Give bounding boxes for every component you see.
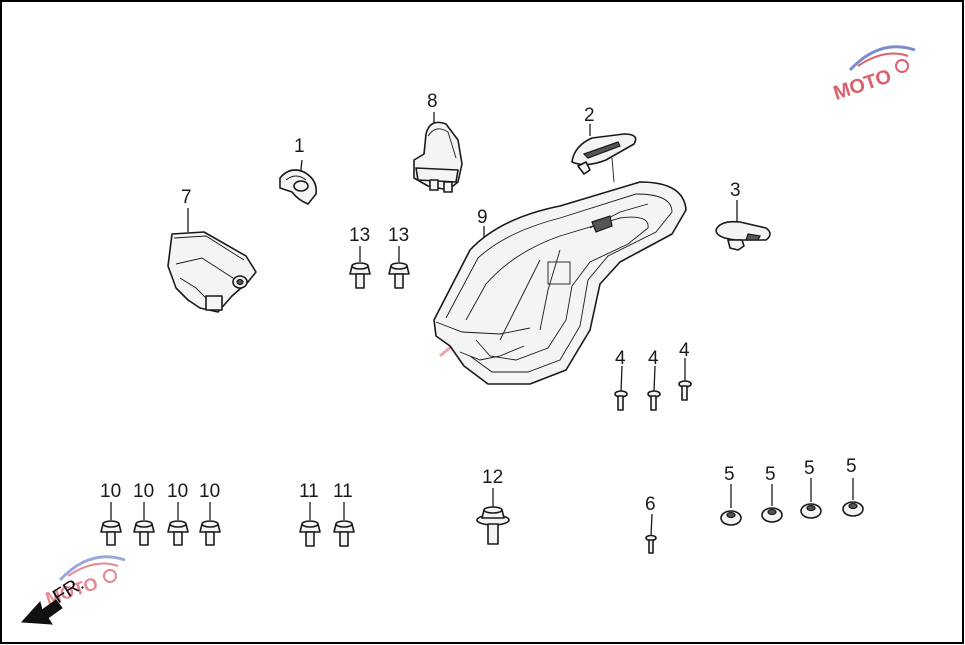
callout-12: 12 (482, 467, 503, 488)
callout-13b: 13 (388, 225, 409, 246)
part-10-bolt-b: 10 (133, 481, 155, 546)
callout-9: 9 (477, 207, 488, 228)
part-10-bolt-a: 10 (100, 481, 122, 546)
callout-10c: 10 (167, 481, 188, 502)
callout-4c: 4 (679, 340, 690, 361)
part-11-bolt-b: 11 (333, 481, 355, 547)
callout-11b: 11 (333, 481, 353, 502)
part-9-storage-box: 9 (433, 181, 687, 385)
part-4-screw-b: 4 (647, 348, 661, 411)
callout-8: 8 (427, 91, 438, 112)
callout-10b: 10 (133, 481, 154, 502)
callout-5b: 5 (765, 464, 776, 485)
part-4-screw-a: 4 (614, 348, 628, 411)
part-12-flange-bolt: 12 (476, 467, 510, 545)
part-3-cap: 3 (715, 180, 771, 251)
part-5-grommet-c: 5 (800, 458, 822, 519)
callout-10d: 10 (199, 481, 220, 502)
callout-11a: 11 (299, 481, 319, 502)
part-11-bolt-a: 11 (299, 481, 321, 547)
callout-5a: 5 (724, 464, 735, 485)
part-5-grommet-b: 5 (761, 464, 783, 523)
callout-6: 6 (645, 494, 656, 515)
part-8-hook: 8 (413, 91, 463, 193)
callout-3: 3 (730, 180, 741, 201)
callout-10a: 10 (100, 481, 121, 502)
part-2-cover-clip: 2 (571, 105, 637, 183)
part-1-clamp: 1 (279, 136, 318, 205)
callout-5d: 5 (846, 456, 857, 477)
watermark-text: MOTO (831, 65, 895, 104)
part-5-grommet-d: 5 (842, 456, 864, 517)
front-arrow-icon (20, 599, 63, 625)
part-5-grommet-a: 5 (720, 464, 742, 526)
callout-13a: 13 (349, 225, 370, 246)
part-10-bolt-c: 10 (167, 481, 189, 546)
part-10-bolt-d: 10 (199, 481, 221, 546)
part-13-bolt-a: 13 (349, 225, 371, 289)
callout-1: 1 (294, 136, 305, 157)
part-4-screw-c: 4 (678, 340, 692, 401)
callout-5c: 5 (804, 458, 815, 479)
part-13-bolt-b: 13 (388, 225, 410, 289)
callout-7: 7 (181, 187, 192, 208)
callout-4a: 4 (615, 348, 626, 369)
callout-2: 2 (584, 105, 595, 126)
part-6-screw: 6 (645, 494, 657, 554)
callout-4b: 4 (648, 348, 659, 369)
part-7-bracket: 7 (167, 187, 257, 313)
watermark-logo-top: MOTO (831, 45, 916, 105)
